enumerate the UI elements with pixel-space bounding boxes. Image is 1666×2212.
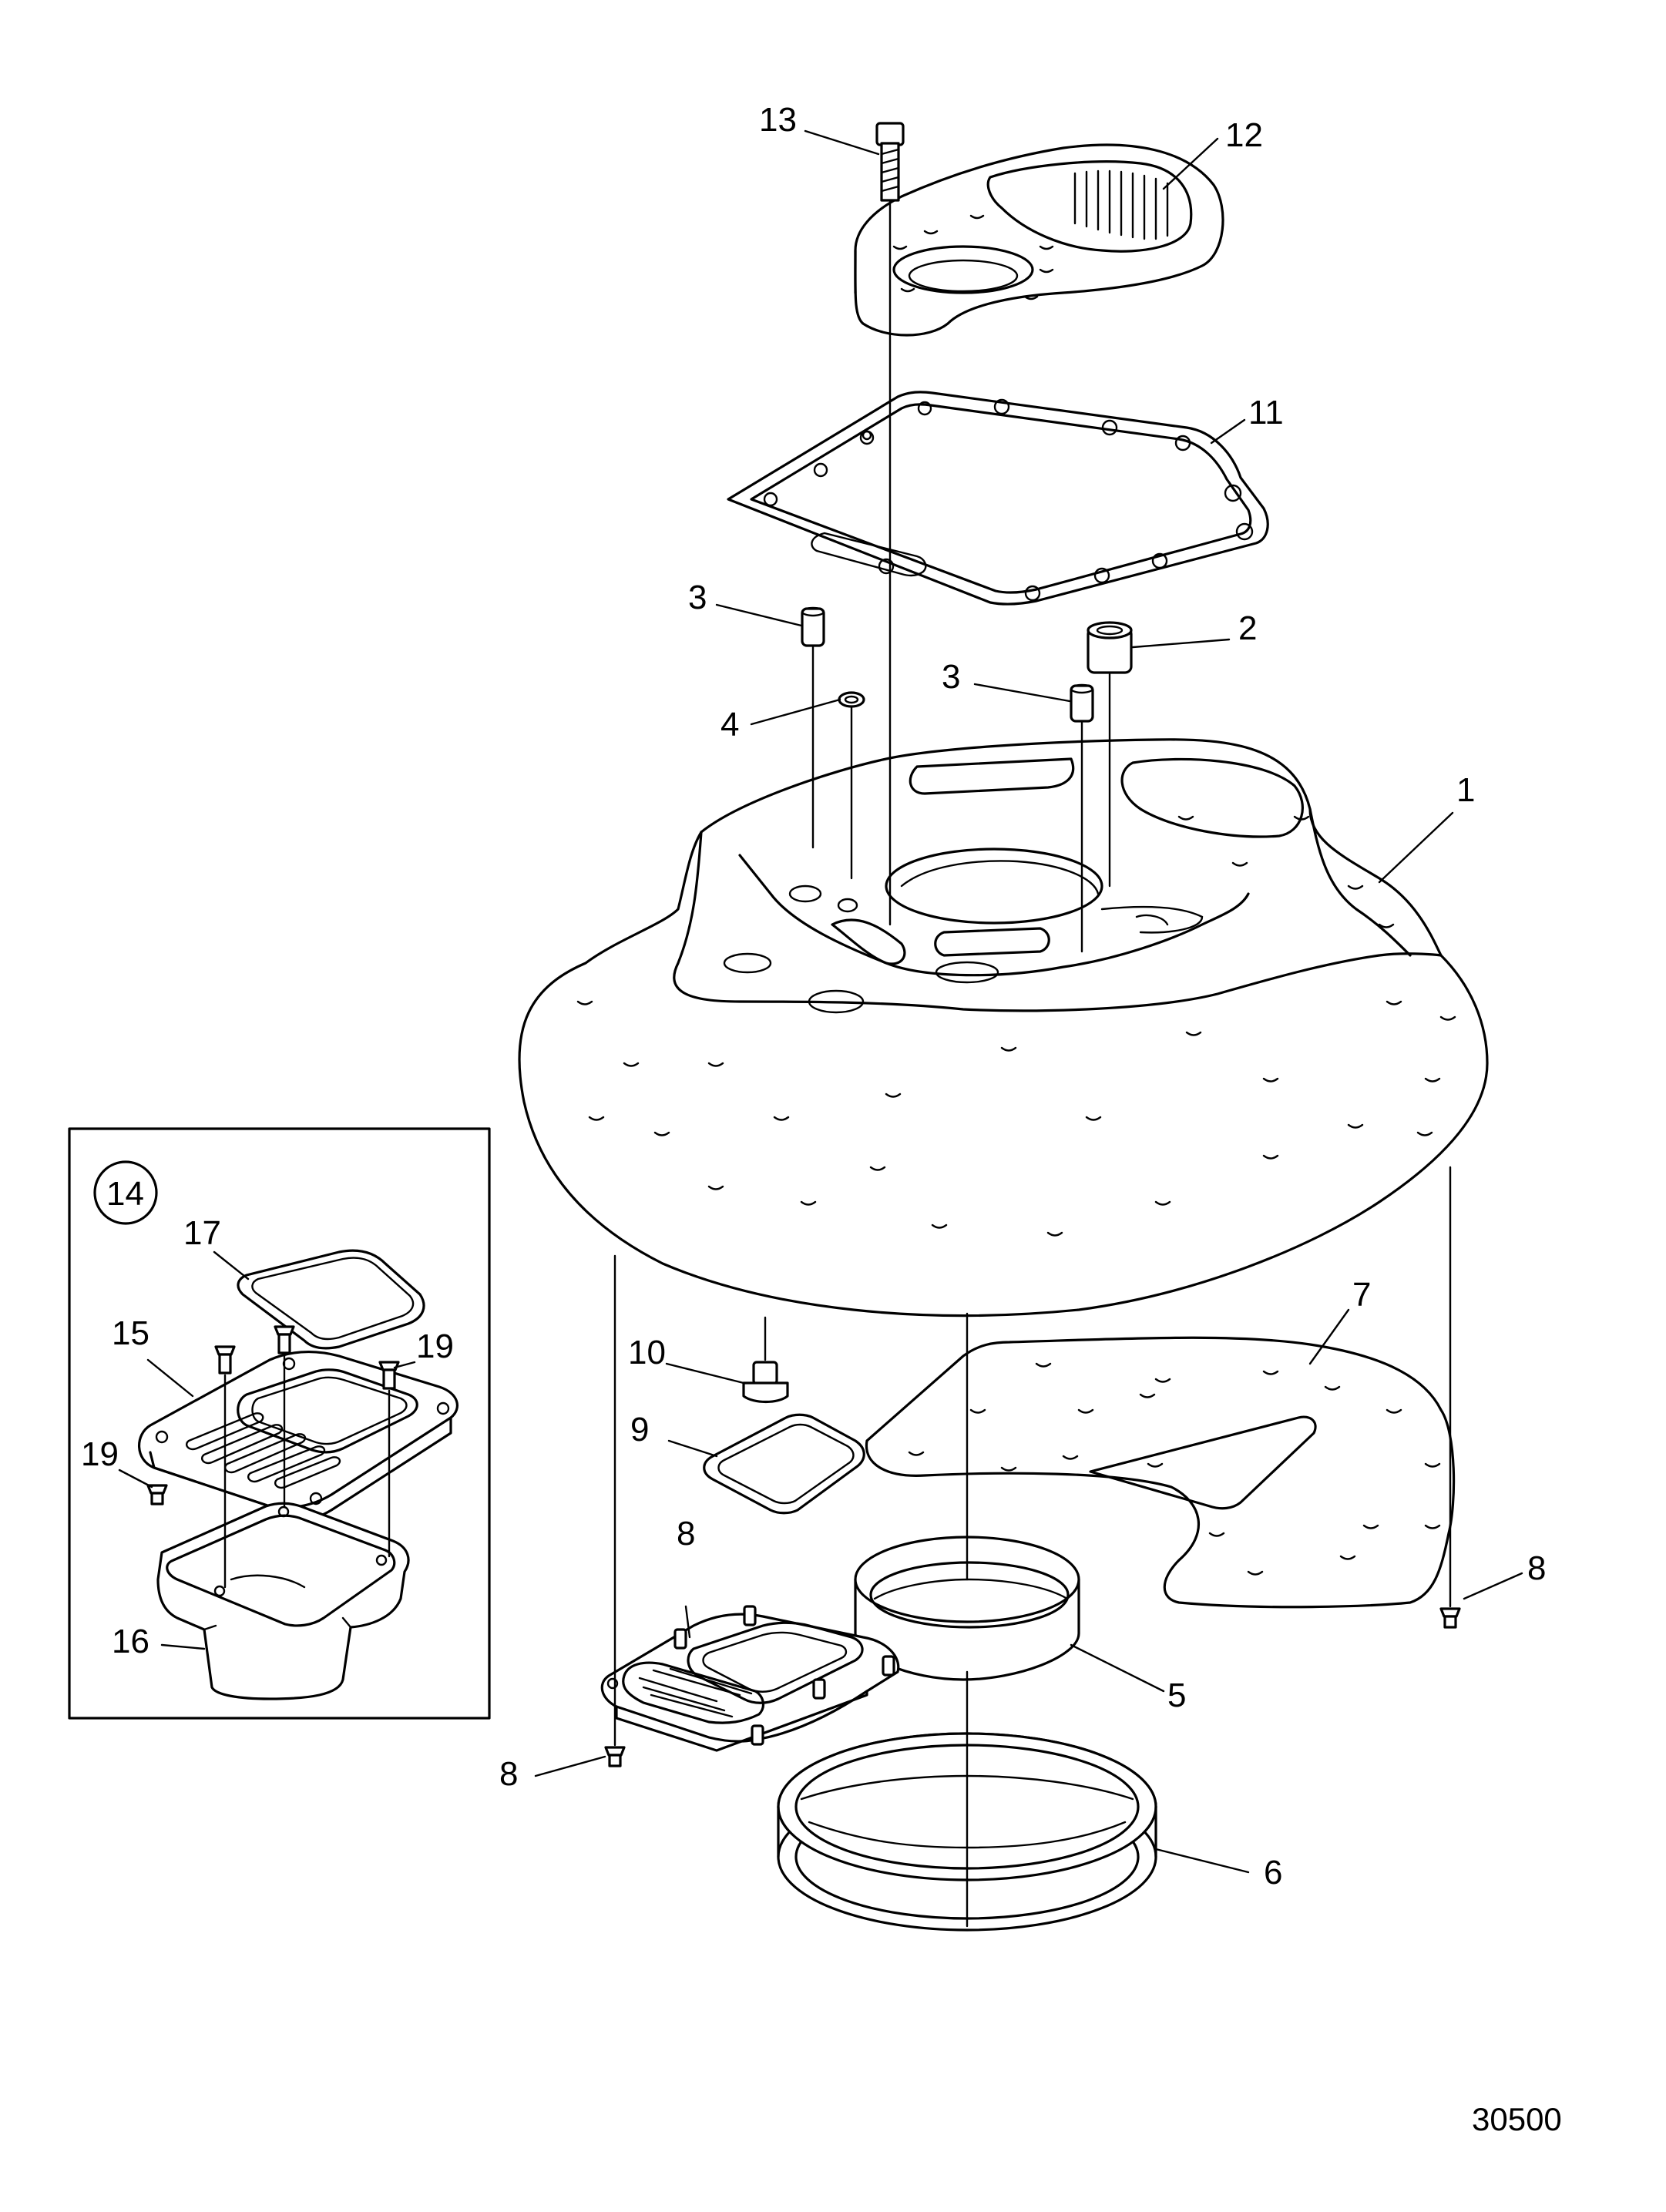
part-16-plate [138, 1350, 458, 1525]
callout-16: 15 [112, 1314, 149, 1352]
part-10-gasket [703, 1413, 865, 1515]
inset-assembly-15 [68, 1127, 491, 1720]
callout-9: 8 [677, 1515, 695, 1552]
part-1-housing [518, 738, 1489, 1317]
callout-14: 13 [759, 101, 797, 139]
part-3-dowel-right [1070, 683, 1094, 723]
callout-8-left: 8 [499, 1755, 518, 1793]
inset-screws [146, 1325, 400, 1505]
callout-3-right: 3 [942, 658, 960, 696]
callout-13: 12 [1225, 116, 1263, 154]
callout-18: 17 [183, 1214, 221, 1252]
part-3-dowel-left [801, 606, 825, 647]
callout-17: 16 [112, 1623, 149, 1660]
screen-pins [673, 1605, 895, 1746]
part-8-screw-left [604, 1746, 626, 1767]
alignment-lines [613, 200, 1452, 1928]
callout-12: 11 [1248, 394, 1284, 431]
callout-19-right: 19 [416, 1328, 454, 1365]
callout-10: 9 [630, 1411, 649, 1448]
figure-number: 30500 [1472, 2101, 1562, 2137]
callout-7: 7 [1352, 1276, 1371, 1314]
callout-6: 6 [1264, 1854, 1282, 1891]
callout-5: 5 [1167, 1677, 1186, 1714]
part-18-gasket [237, 1249, 425, 1350]
part-13-cover [854, 143, 1224, 337]
leader-lines [118, 129, 1523, 1874]
callout-labels: 13 12 11 3 2 3 4 1 14 17 7 15 19 10 9 19… [81, 101, 1562, 2137]
callout-11: 10 [628, 1334, 666, 1371]
callout-1: 1 [1456, 771, 1475, 809]
part-7-plate [865, 1336, 1456, 1609]
part-8-screw-right [1439, 1607, 1461, 1629]
part-11-plug [742, 1361, 789, 1404]
callout-2: 2 [1238, 609, 1257, 647]
part-17-scoop [156, 1502, 410, 1700]
callout-15: 14 [106, 1175, 144, 1213]
part-14-bolt [875, 122, 905, 202]
part-2-bushing [1087, 621, 1133, 674]
callout-4: 4 [720, 706, 739, 743]
callout-3-left: 3 [688, 579, 707, 616]
callout-8-right-label: 8 [1527, 1549, 1546, 1587]
callout-19-left: 19 [81, 1435, 119, 1473]
part-4-washer [838, 691, 865, 708]
part-12-gasket [727, 391, 1269, 606]
inset-alignment-lines [223, 1353, 391, 1589]
part-9-screen [600, 1605, 900, 1752]
